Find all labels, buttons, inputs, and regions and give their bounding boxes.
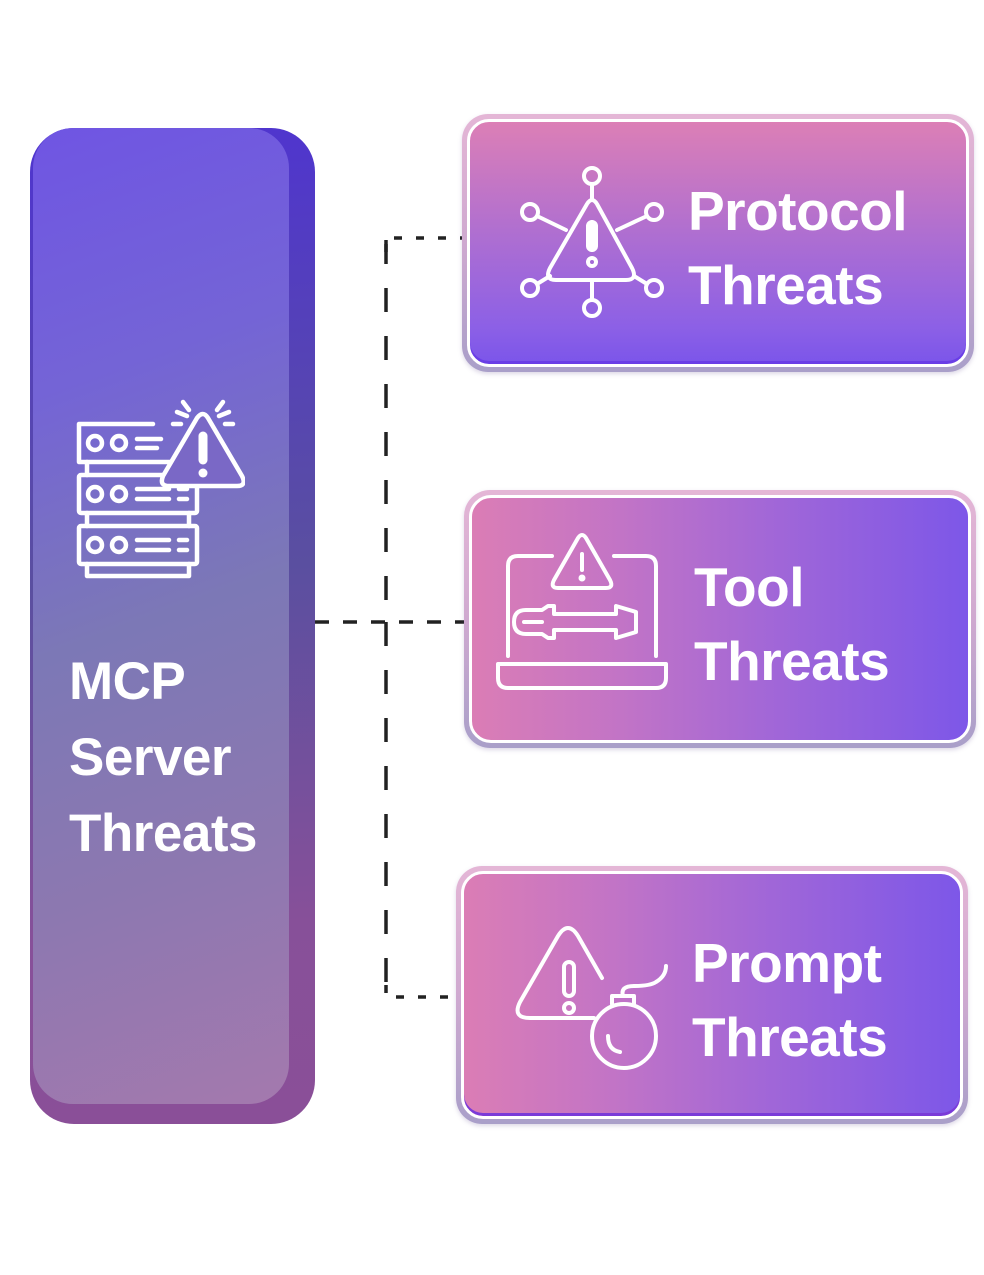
root-node-card: MCP Server Threats [33,128,289,1104]
branch-title: Protocol Threats [688,174,908,322]
network-warning-icon [520,166,664,318]
branch-node-tool-threats: Tool Threats [464,490,976,748]
server-warning-icon [76,399,245,579]
warning-bomb-icon [515,926,668,1070]
connector-to-protocol [384,236,462,252]
root-title-line-2: Server [69,728,232,787]
branch-title: Prompt Threats [692,926,888,1074]
branch-title-line-1: Prompt [692,932,882,994]
branch-node-protocol-threats: Protocol Threats [462,114,974,372]
root-node-mcp-server-threats: MCP Server Threats [30,128,315,1124]
laptop-screwdriver-warning-icon [496,533,668,690]
branch-title-line-1: Protocol [688,180,908,242]
branch-card-body: Protocol Threats [467,119,969,367]
branch-title-line-2: Threats [692,1006,888,1068]
root-title-line-1: MCP [69,652,186,711]
branch-card-body: Prompt Threats [461,871,963,1119]
branch-card-body: Tool Threats [469,495,971,743]
root-title-line-3: Threats [69,804,257,863]
branch-node-prompt-threats: Prompt Threats [456,866,968,1124]
root-node-title: MCP Server Threats [69,644,257,872]
branch-title: Tool Threats [694,550,890,698]
branch-title-line-2: Threats [694,630,890,692]
branch-title-line-1: Tool [694,556,805,618]
connector-to-prompt [384,985,456,999]
branch-title-line-2: Threats [688,254,884,316]
